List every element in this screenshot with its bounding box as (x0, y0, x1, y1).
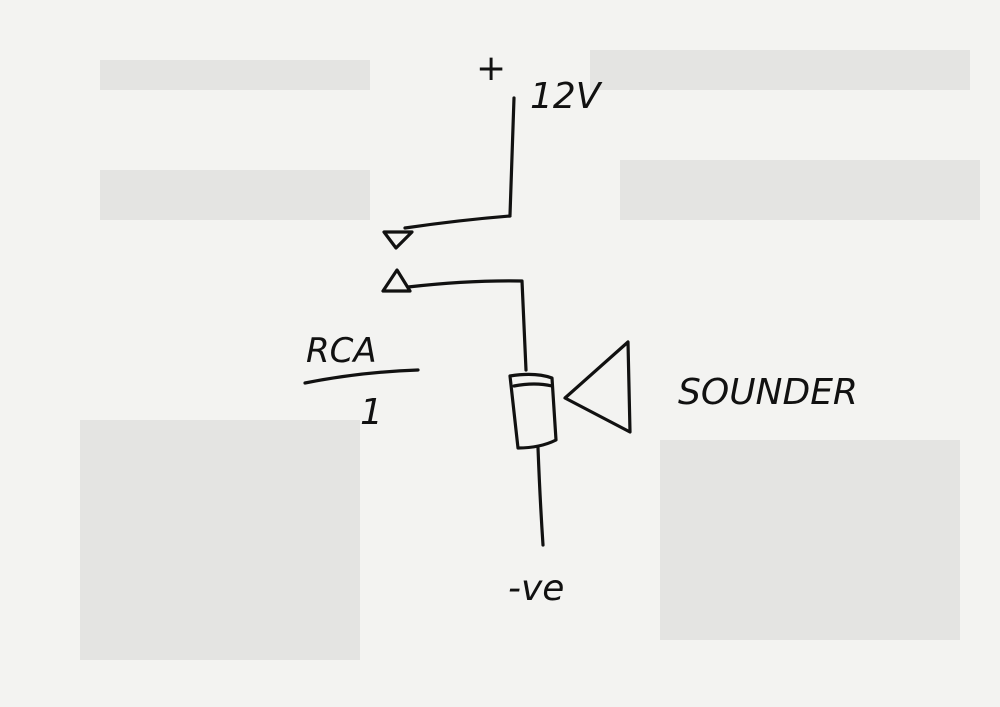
plus-label: + (476, 48, 506, 89)
top-contact-triangle (382, 230, 414, 250)
sounder-label: SOUNDER (678, 372, 858, 413)
sounder-body-inner (512, 382, 554, 388)
ground-wire (536, 446, 545, 547)
component-number-label: 1 (360, 392, 383, 433)
bottom-contact-wire (406, 279, 528, 372)
component-label: RCA (306, 331, 377, 371)
supply-voltage-label: 12V (530, 76, 603, 117)
ground-label: -ve (508, 568, 564, 609)
top-contact-wire (403, 214, 512, 230)
paper-show-through (80, 50, 980, 660)
bottom-contact-triangle (381, 268, 412, 293)
sounder-horn (563, 340, 632, 434)
rca-underline (303, 368, 420, 385)
sounder-body (508, 372, 558, 450)
supply-wire (508, 96, 516, 217)
